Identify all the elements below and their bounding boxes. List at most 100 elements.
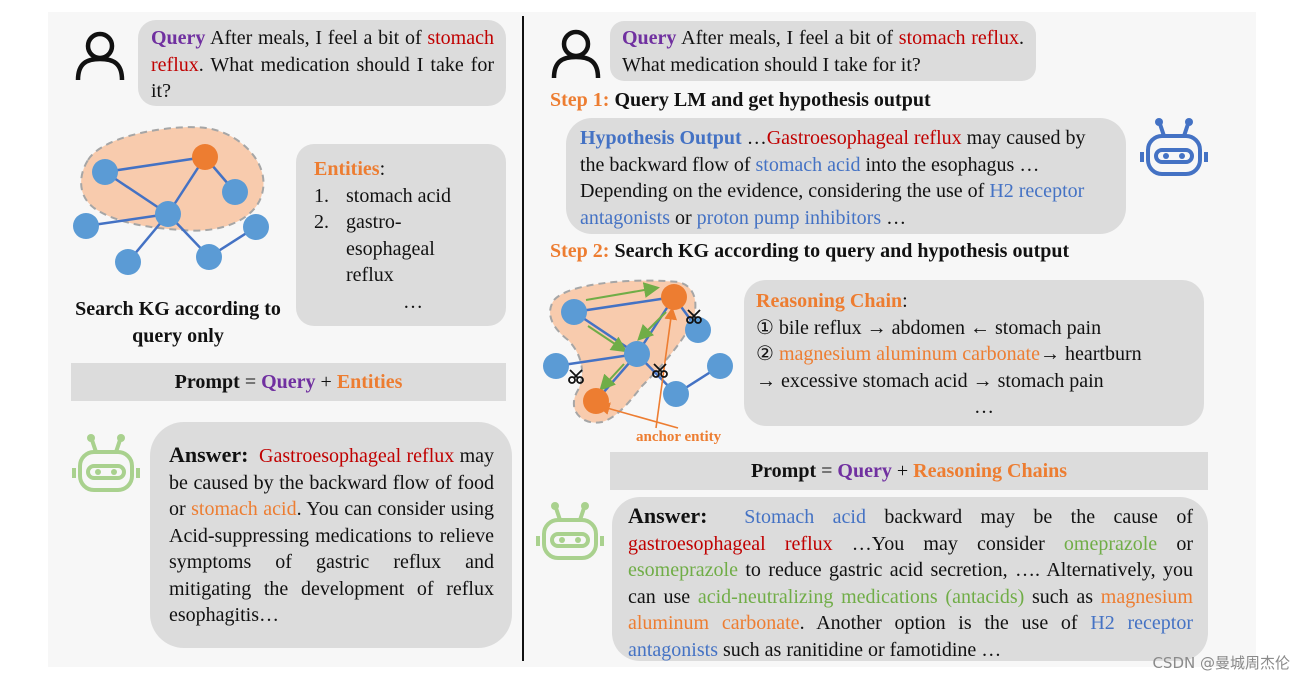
entity-text: stomach acid (346, 184, 451, 207)
reasoning-line: ② magnesium aluminum carbonate→ heartbur… (756, 341, 1192, 368)
prompt-entities: Entities (336, 371, 403, 393)
query-highlight: stomach reflux (898, 27, 1019, 49)
robot-icon (1140, 118, 1208, 176)
robot-icon (72, 434, 140, 492)
reasoning-ellipsis: … (974, 396, 994, 418)
center-divider (522, 16, 524, 661)
entities-list: 1. stomach acid 2. gastro-esophageal reflu… (314, 183, 492, 289)
query-label: Query (151, 27, 206, 49)
step1-number: Step 1: (550, 89, 610, 111)
prompt-equals: = (816, 460, 838, 482)
reasoning-text: → heartburn (1039, 343, 1142, 365)
answer-drug: acid-neutralizing medications (antacids) (697, 585, 1025, 608)
query-text: After meals, I feel a bit of (676, 27, 899, 49)
kg-nodes (73, 159, 269, 275)
reasoning-colon: : (902, 290, 908, 312)
right-query-bubble: Query After meals, I feel a bit of stoma… (610, 21, 1036, 81)
entities-ellipsis: … (403, 290, 423, 313)
kg-subgraph-region (80, 126, 265, 232)
hypothesis-bubble: Hypothesis Output …Gastroesophageal refl… (566, 118, 1126, 234)
answer-label: Answer: (628, 503, 708, 528)
prompt-query: Query (837, 460, 892, 482)
step1-text: Query LM and get hypothesis output (609, 89, 931, 111)
entity-number: 2. (314, 211, 329, 233)
kg-nodes (543, 299, 733, 407)
left-answer-bubble: Answer: Gastroesophageal reflux may be c… (150, 422, 512, 648)
answer-text-end: . You can consider using Acid-suppressin… (169, 498, 494, 626)
reasoning-entity: magnesium aluminum carbonate (778, 343, 1040, 365)
step2-number: Step 2: (550, 240, 610, 262)
reasoning-line: → excessive stomach acid → stomach pain (756, 369, 1104, 392)
step1-heading: Step 1: Query LM and get hypothesis outp… (550, 89, 931, 112)
answer-entity: H2 receptor antagonists (628, 612, 1194, 661)
kg-caption: Search KG according to query only (75, 298, 281, 347)
entities-colon: : (379, 158, 386, 180)
answer-drug: omeprazole (1063, 532, 1158, 555)
answer-text: such as (1024, 585, 1101, 608)
right-kg-graph (543, 279, 733, 429)
hypothesis-disease: Gastroesophageal reflux (766, 127, 962, 149)
entity-text: gastro-esophageal reflux (346, 211, 435, 286)
answer-entity: Stomach acid (744, 506, 866, 528)
hypothesis-entity: stomach acid (755, 153, 861, 176)
entity-item: 2. gastro-esophageal reflux (314, 209, 492, 289)
user-icon (551, 29, 601, 79)
hypothesis-entity: H2 receptor antagonists (580, 180, 1085, 229)
answer-entity: magnesium aluminum carbonate (628, 585, 1193, 635)
entity-item: 1. stomach acid (314, 183, 492, 210)
hypothesis-text: or (670, 206, 697, 229)
anchor-entity-label: anchor entity (636, 429, 722, 445)
hypothesis-text: may caused by the backward flow of (580, 127, 1086, 176)
right-prompt-bar: Prompt = Query + Reasoning Chains (610, 452, 1208, 490)
answer-text: …You may consider (832, 532, 1064, 555)
watermark: CSDN @曼城周杰伦 (1152, 654, 1290, 672)
answer-text-end: such as ranitidine or famotidine … (718, 638, 1002, 661)
answer-entity: stomach acid (191, 498, 297, 520)
scissors-icon (652, 363, 668, 378)
answer-disease: Gastroesophageal reflux (259, 445, 455, 467)
query-text: After meals, I feel a bit of (205, 27, 428, 49)
answer-text: . Another option is the use of (799, 612, 1091, 634)
entities-bubble: Entities: 1. stomach acid 2. gastro-esopha… (296, 144, 506, 326)
answer-disease: gastroesophageal reflux (628, 532, 833, 555)
prompt-word: Prompt (174, 371, 240, 393)
answer-text: backward may be the cause of (865, 506, 1193, 528)
kg-entity-node (192, 144, 218, 170)
hypothesis-label: Hypothesis Output (580, 127, 742, 149)
hypothesis-text: … (741, 127, 767, 149)
left-kg-graph (73, 126, 269, 275)
query-highlight: stomach reflux (151, 27, 494, 76)
answer-label: Answer: (169, 442, 249, 467)
user-icon (75, 31, 125, 81)
reasoning-line: ① bile reflux → abdomen ← stomach pain (756, 316, 1102, 339)
answer-text: or (1157, 532, 1193, 555)
entity-number: 1. (314, 184, 329, 207)
hypothesis-entity: proton pump inhibitors (696, 206, 882, 229)
left-query-bubble: Query After meals, I feel a bit of stoma… (138, 20, 506, 106)
step2-heading: Step 2: Search KG according to query and… (550, 240, 1069, 263)
anchor-node (583, 388, 609, 414)
hypothesis-text: into the esophagus … Depending on the ev… (580, 153, 1040, 203)
step2-text: Search KG according to query and hypothe… (609, 240, 1070, 262)
query-label: Query (622, 27, 677, 49)
scissors-icon (568, 369, 584, 384)
prompt-plus: + (891, 460, 914, 482)
hypothesis-text-end: … (881, 206, 907, 229)
prompt-word: Prompt (750, 460, 817, 482)
query-text-end: . What medication should I take for it? (622, 27, 1024, 76)
right-answer-bubble: Answer: Stomach acid backward may be the… (612, 497, 1208, 661)
query-text-end: . What medication should I take for it? (151, 53, 494, 103)
left-prompt-bar: Prompt = Query + Entities (71, 363, 506, 401)
anchor-node (661, 284, 687, 310)
robot-icon (536, 502, 604, 560)
answer-text: to reduce gastric acid secretion, …. Alt… (628, 559, 1193, 608)
prompt-query: Query (261, 371, 316, 393)
scissors-icon (686, 309, 702, 324)
answer-text: may be caused by the backward flow of fo… (169, 445, 495, 520)
prompt-plus: + (315, 371, 337, 393)
entities-label: Entities (314, 158, 380, 180)
prompt-chains: Reasoning Chains (913, 460, 1068, 482)
answer-drug: esomeprazole (628, 559, 738, 581)
reasoning-number: ② (756, 343, 779, 365)
reasoning-bubble: Reasoning Chain: ① bile reflux → abdomen… (744, 280, 1204, 426)
